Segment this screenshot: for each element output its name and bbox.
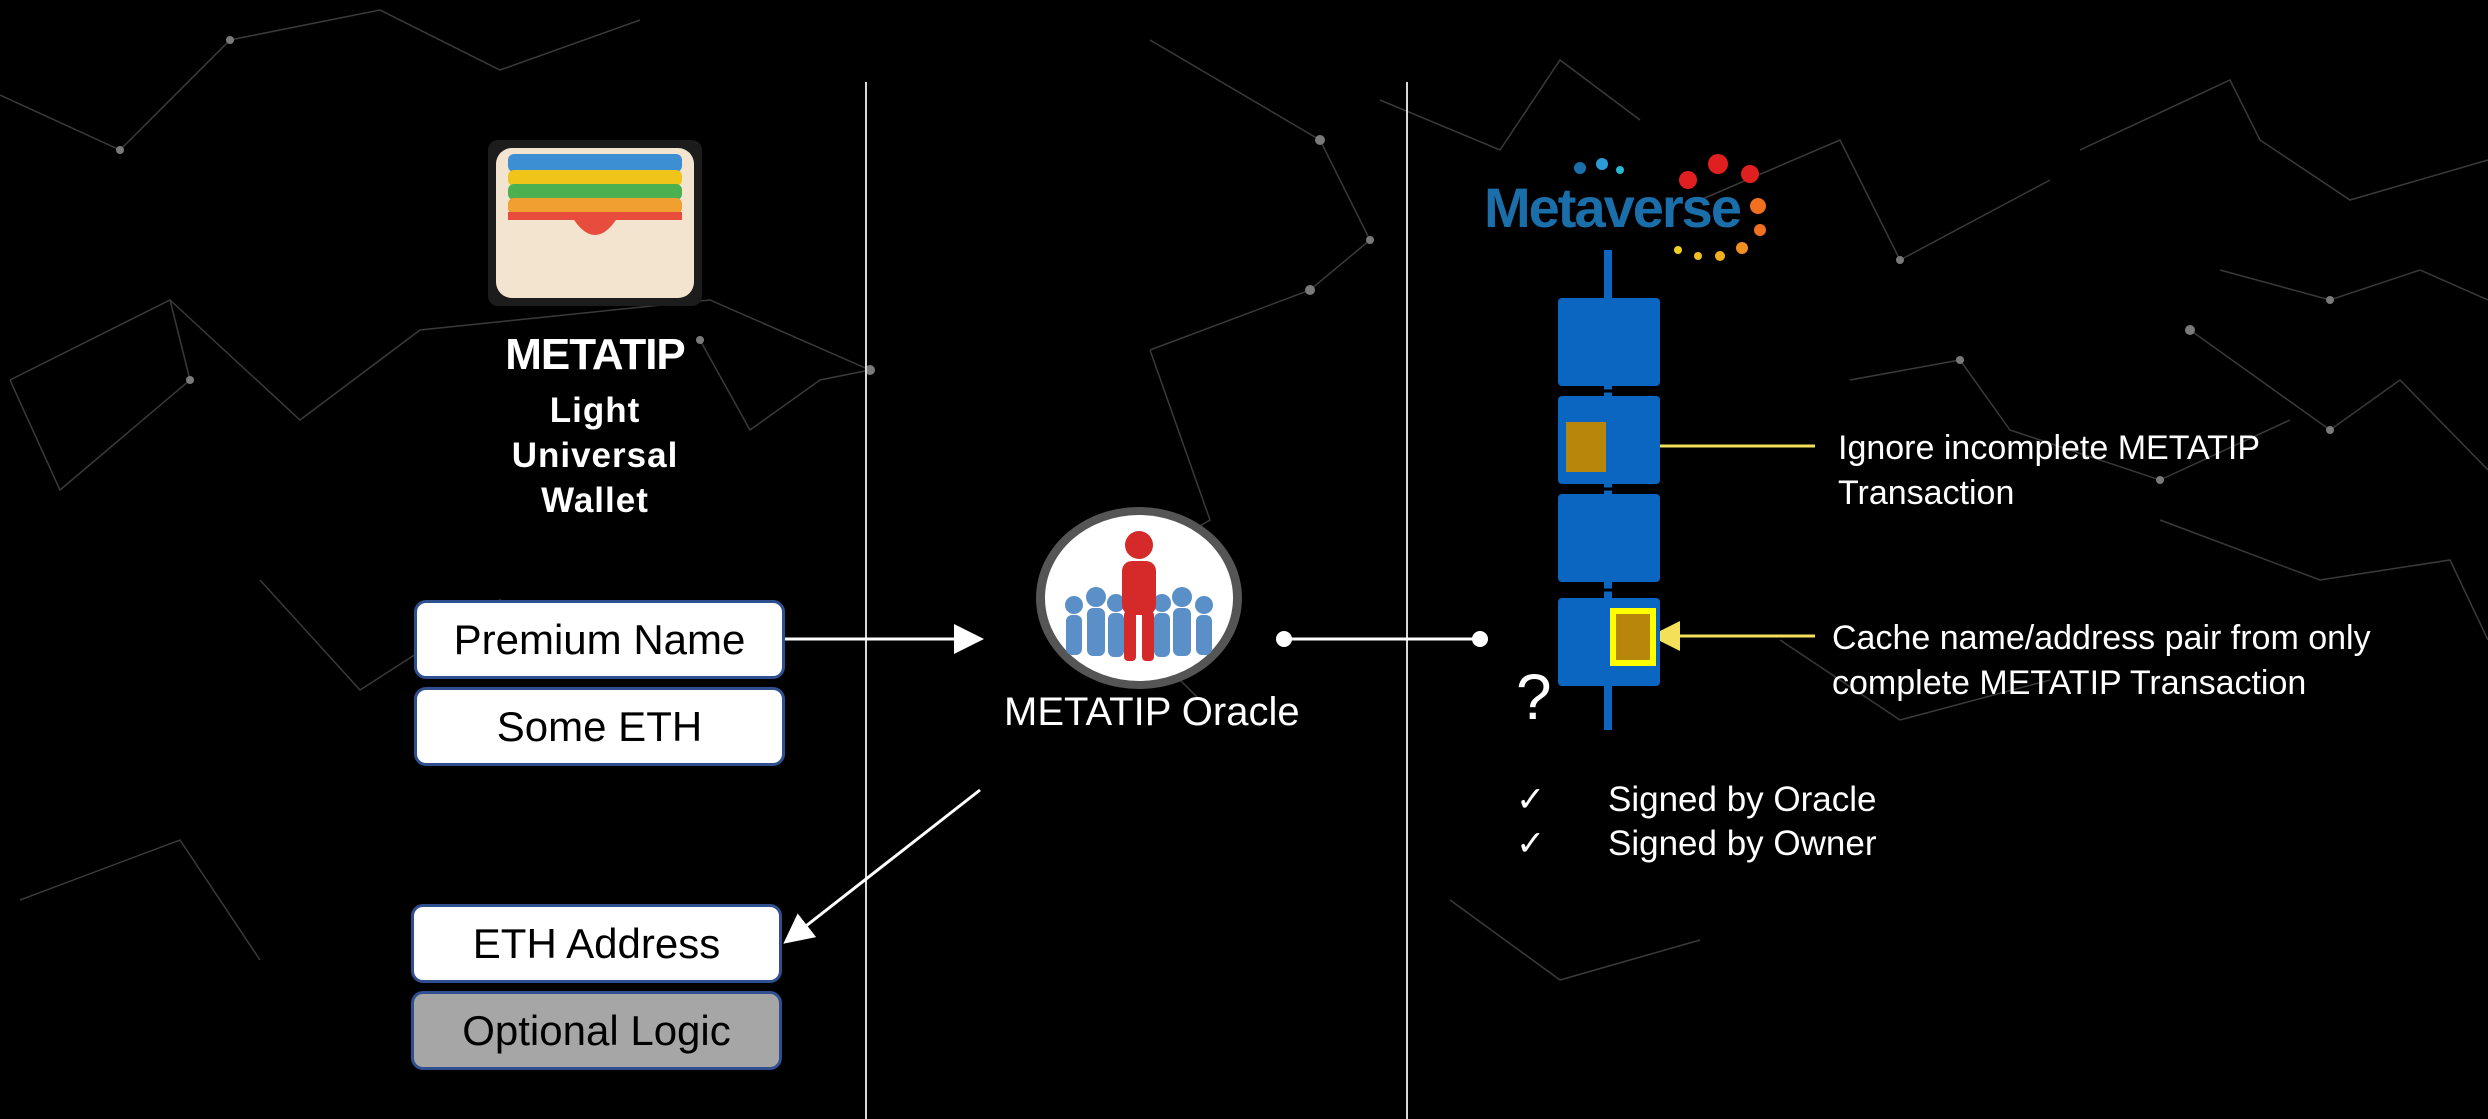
ignore-annotation-line: Transaction: [1838, 474, 2015, 512]
wallet-title: METATIP: [505, 330, 686, 379]
signature-checklist: ✓ Signed by Oracle ✓ Signed by Owner: [1516, 778, 1876, 866]
wallet-subtitle-line: Universal: [511, 436, 679, 475]
some-eth-box: Some ETH: [414, 687, 785, 766]
wallet-subtitle: Light Universal Wallet: [470, 388, 720, 523]
divider-right: [1406, 82, 1408, 1119]
eth-address-box: ETH Address: [411, 904, 782, 983]
checklist-item-label: Signed by Oracle: [1608, 780, 1877, 819]
arrow-oracle-to-address: [783, 788, 981, 944]
blockchain: [1558, 250, 1660, 730]
optional-logic-box: Optional Logic: [411, 991, 782, 1070]
cache-annotation-line: Cache name/address pair from only: [1832, 619, 2371, 657]
checklist-item-label: Signed by Owner: [1608, 824, 1877, 863]
cache-annotation: Cache name/address pair from only comple…: [1832, 616, 2371, 706]
wallet-icon: [488, 140, 702, 306]
chain-block: [1558, 494, 1660, 582]
question-mark: ?: [1516, 661, 1552, 733]
cache-annotation-line: complete METATIP Transaction: [1832, 664, 2307, 702]
chain-block: [1558, 298, 1660, 386]
metaverse-logo: Metaverse: [1484, 175, 1742, 240]
oracle-label: METATIP Oracle: [1004, 690, 1300, 734]
check-icon: ✓: [1516, 824, 1546, 863]
crowd-leader-icon: [1034, 505, 1244, 691]
ignore-annotation: Ignore incomplete METATIP Transaction: [1838, 426, 2260, 516]
divider-left: [865, 82, 867, 1119]
wallet-subtitle-line: Light: [549, 391, 641, 430]
check-icon: ✓: [1516, 780, 1546, 819]
premium-name-box: Premium Name: [414, 600, 785, 679]
wallet-subtitle-line: Wallet: [541, 481, 649, 520]
ignore-annotation-line: Ignore incomplete METATIP: [1838, 429, 2261, 467]
checklist-item: ✓ Signed by Owner: [1516, 822, 1876, 866]
checklist-item: ✓ Signed by Oracle: [1516, 778, 1876, 822]
incomplete-transaction: [1566, 422, 1606, 472]
metaverse-logo-dots: [1574, 154, 1766, 261]
metaverse-logo-text: Metaverse: [1484, 176, 1742, 239]
